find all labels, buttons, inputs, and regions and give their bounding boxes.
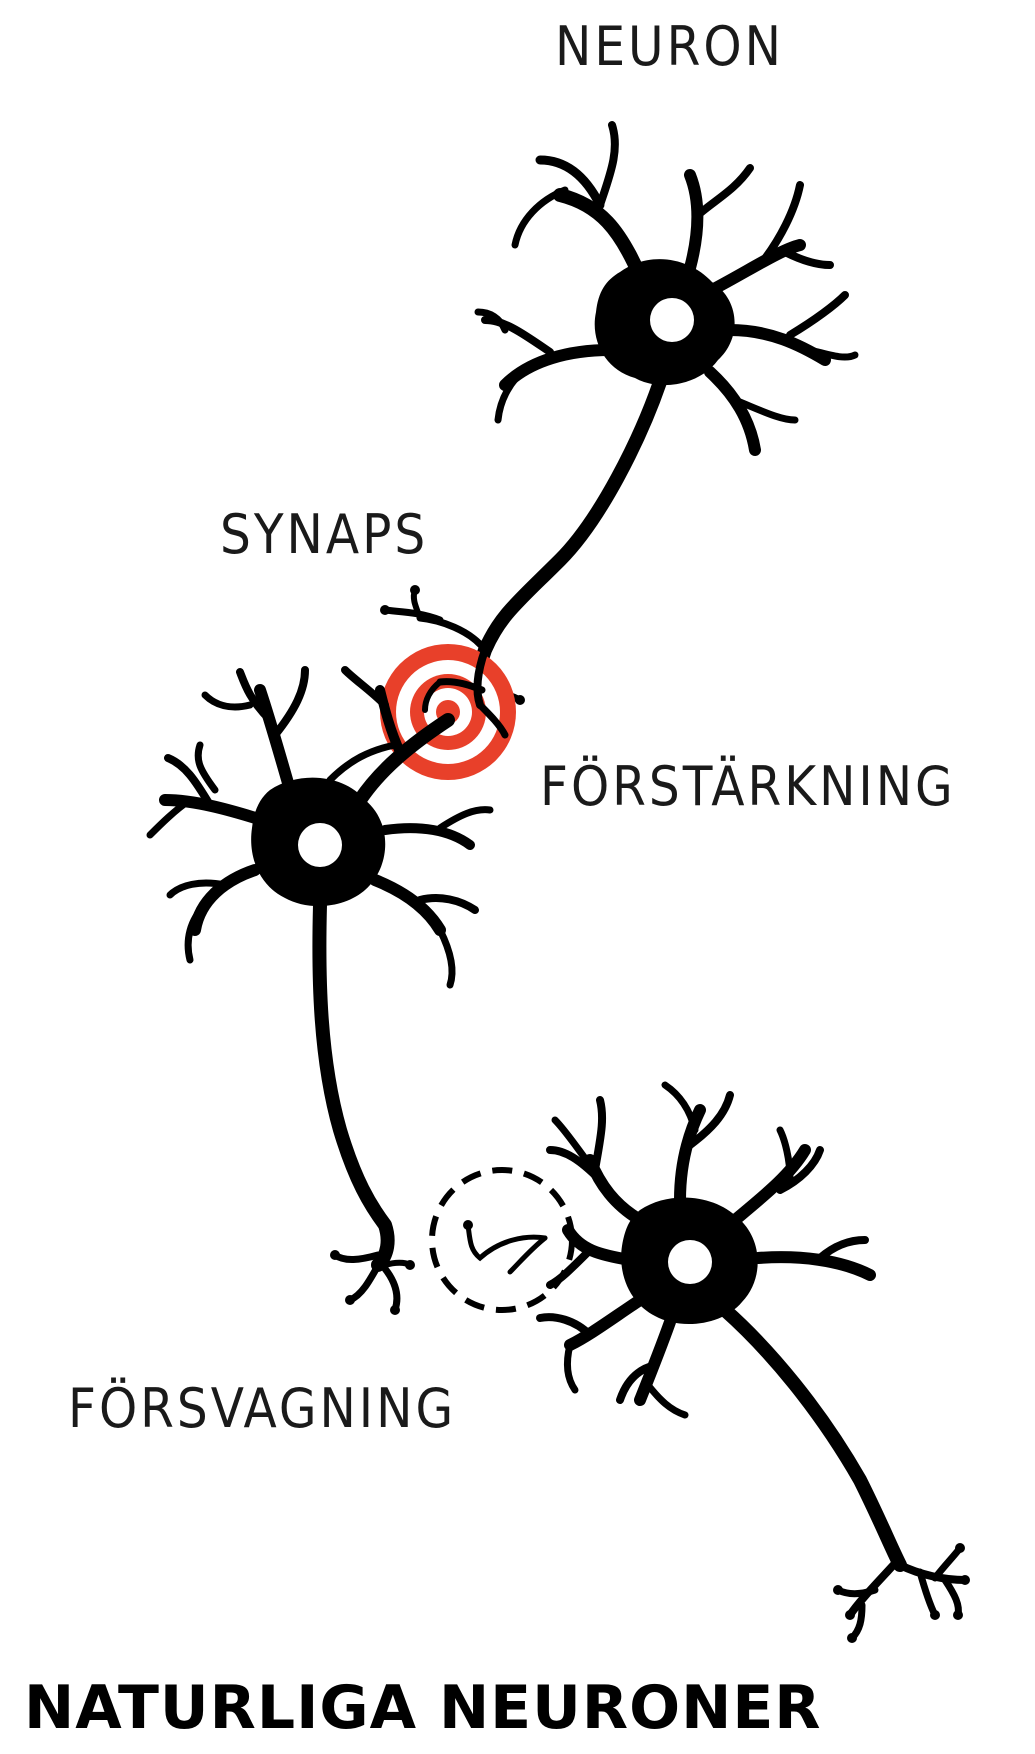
diagram-title: NATURLIGA NEURONER (24, 1678, 822, 1738)
synapse-weakening-target (432, 1170, 572, 1310)
weakening-label: FÖRSVAGNING (68, 1382, 456, 1436)
strengthening-label: FÖRSTÄRKNING (540, 760, 956, 814)
neuron-bottom (540, 1085, 970, 1643)
synapse-label: SYNAPS (220, 508, 428, 562)
neuron-middle-axon (319, 905, 387, 1265)
neuron-bottom-axon (725, 1310, 900, 1565)
neuron-label: NEURON (555, 20, 784, 74)
neuron-top-axon (478, 382, 660, 705)
